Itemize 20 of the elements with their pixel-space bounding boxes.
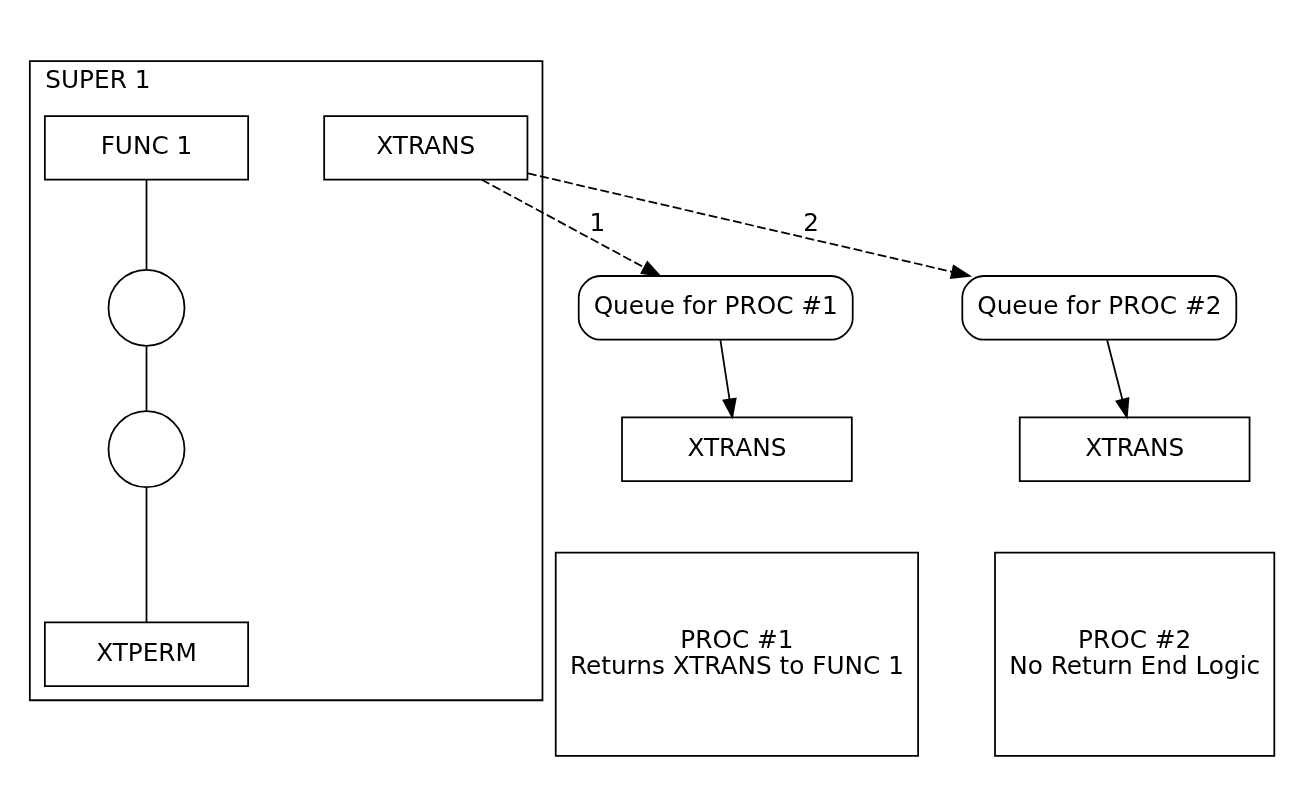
node-box: Queue for PROC #2 — [961, 275, 1238, 341]
node-box: PROC #1 Returns XTRANS to FUNC 1 — [554, 551, 919, 757]
arrow — [1106, 339, 1130, 420]
node-box: XTPERM — [43, 621, 250, 687]
node-box: Queue for PROC #1 — [577, 275, 854, 341]
node-box: XTRANS — [621, 416, 853, 482]
connector — [145, 178, 148, 271]
arrow — [527, 172, 973, 279]
node-circle — [107, 268, 186, 347]
arrow — [480, 178, 663, 278]
edge-label: 2 — [803, 208, 820, 238]
connector — [145, 345, 148, 412]
node-box: XTRANS — [323, 115, 529, 181]
edge-label: 1 — [589, 208, 606, 238]
connector — [145, 486, 148, 624]
node-box: FUNC 1 — [43, 115, 250, 181]
node-circle — [107, 410, 186, 489]
node-box: PROC #2 No Return End Logic — [994, 551, 1276, 757]
arrow — [719, 339, 737, 420]
node-box: XTRANS — [1018, 416, 1251, 482]
